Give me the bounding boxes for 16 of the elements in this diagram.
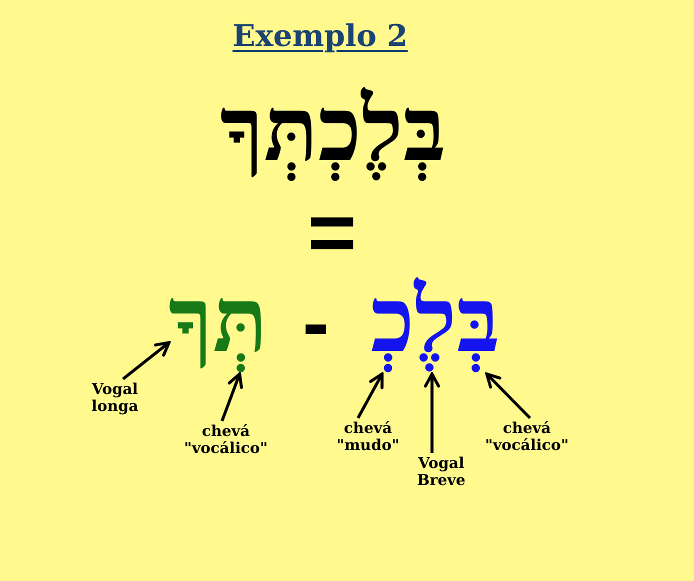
leader-arrow — [220, 372, 243, 422]
leader-arrow — [122, 341, 170, 380]
annotation-label: chevá "mudo" — [334, 418, 402, 456]
equals-sign: = — [308, 207, 357, 258]
annotation-label: chevá "vocálico" — [181, 421, 271, 460]
leader-arrow — [356, 372, 384, 419]
annotation-label: Vogal longa — [88, 379, 142, 418]
annotation-label: Vogal Breve — [414, 453, 468, 492]
title: Exemplo 2 — [232, 19, 408, 55]
hebrew-word-part: בְּלֶכְ — [370, 270, 500, 374]
annotation-label: chevá "vocálico" — [482, 418, 572, 456]
hebrew-word-part: תְּךָ — [168, 270, 268, 374]
leader-arrow — [485, 372, 532, 420]
leader-arrow — [424, 372, 440, 453]
dash: - — [302, 307, 330, 339]
hebrew-word: בְּלֶכְתְּךָ — [220, 81, 446, 182]
